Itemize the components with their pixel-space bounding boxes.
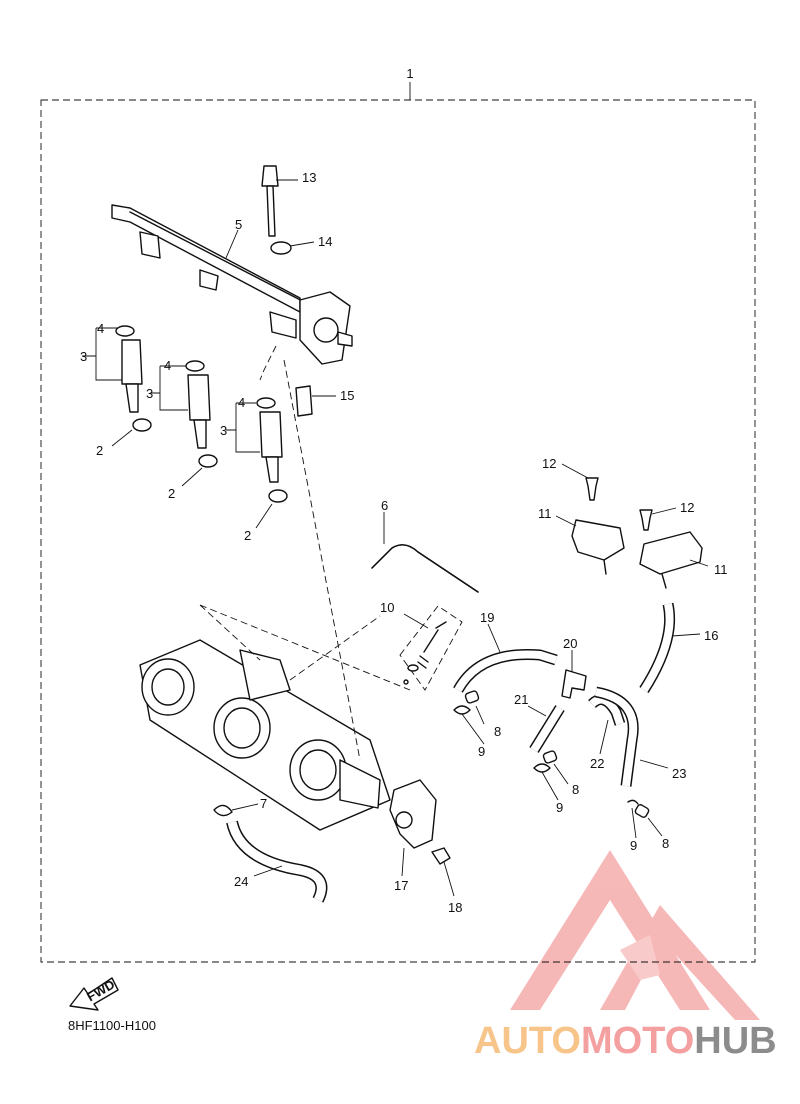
cap-8a [464,690,480,704]
watermark-moto: MOTO [580,1020,695,1062]
callout-10: 10 [380,600,394,615]
callout-12a: 12 [542,456,556,471]
callout-19: 19 [480,610,494,625]
clip-9a [453,705,471,715]
callout-labels: 1 2 2 2 3 3 3 4 4 4 5 6 7 8 8 8 9 9 9 10… [80,66,728,915]
callout-12b: 12 [680,500,694,515]
callout-18: 18 [448,900,462,915]
leader-lines [111,179,709,897]
callout-22: 22 [590,756,604,771]
watermark-text: AUTOMOTOHUB [474,1020,777,1063]
watermark-auto: AUTO [474,1020,581,1062]
callout-9a: 9 [478,744,485,759]
throttle-body [139,639,391,831]
watermark-logo [510,850,760,1020]
injector-2 [185,360,218,468]
callout-1: 1 [406,66,413,81]
bolt-12a [585,477,599,501]
callout-8c: 8 [662,836,669,851]
callout-11a: 11 [538,506,552,521]
fuel-rail [111,204,353,365]
callout-17: 17 [394,878,408,893]
callout-4b: 4 [164,358,171,373]
callout-13: 13 [302,170,316,185]
callout-9c: 9 [630,838,637,853]
callout-5: 5 [235,217,242,232]
callout-14: 14 [318,234,332,249]
screw-kit-10 [399,605,463,691]
callout-3a: 3 [80,349,87,364]
callout-3b: 3 [146,386,153,401]
sensor-11b [639,531,703,589]
callout-7: 7 [260,796,267,811]
clip-9c [627,799,639,805]
injector-1 [115,325,152,432]
callout-8a: 8 [494,724,501,739]
callout-20: 20 [563,636,577,651]
watermark-hub: HUB [694,1020,777,1062]
callout-2b: 2 [168,486,175,501]
part-code: 8HF1100-H100 [68,1018,156,1033]
washer-14 [270,241,292,255]
callout-4c: 4 [238,395,245,410]
cap-8c [634,804,650,818]
clip-9b [533,763,551,773]
callout-15: 15 [340,388,354,403]
callout-6: 6 [381,498,388,513]
callout-21: 21 [514,692,528,707]
callout-2a: 2 [96,443,103,458]
injector-3 [256,397,288,503]
assembly-boundary [40,99,756,963]
callout-4a: 4 [97,321,104,336]
bolt-13 [261,165,279,237]
callout-24: 24 [234,874,248,889]
collar-15 [295,385,313,417]
bolt-12b [639,509,653,531]
sensor-11a [571,519,625,575]
cap-8b [542,750,558,764]
callout-8b: 8 [572,782,579,797]
callout-3c: 3 [220,423,227,438]
clip-7 [213,804,233,817]
callout-23: 23 [672,766,686,781]
fwd-arrow: FWD [69,977,119,1011]
callout-11b: 11 [714,562,728,577]
callout-9b: 9 [556,800,563,815]
throttle-sensor-17 [389,779,437,849]
joint-20 [561,669,587,699]
bolt-18 [431,847,451,865]
callout-16: 16 [704,628,718,643]
callout-2c: 2 [244,528,251,543]
